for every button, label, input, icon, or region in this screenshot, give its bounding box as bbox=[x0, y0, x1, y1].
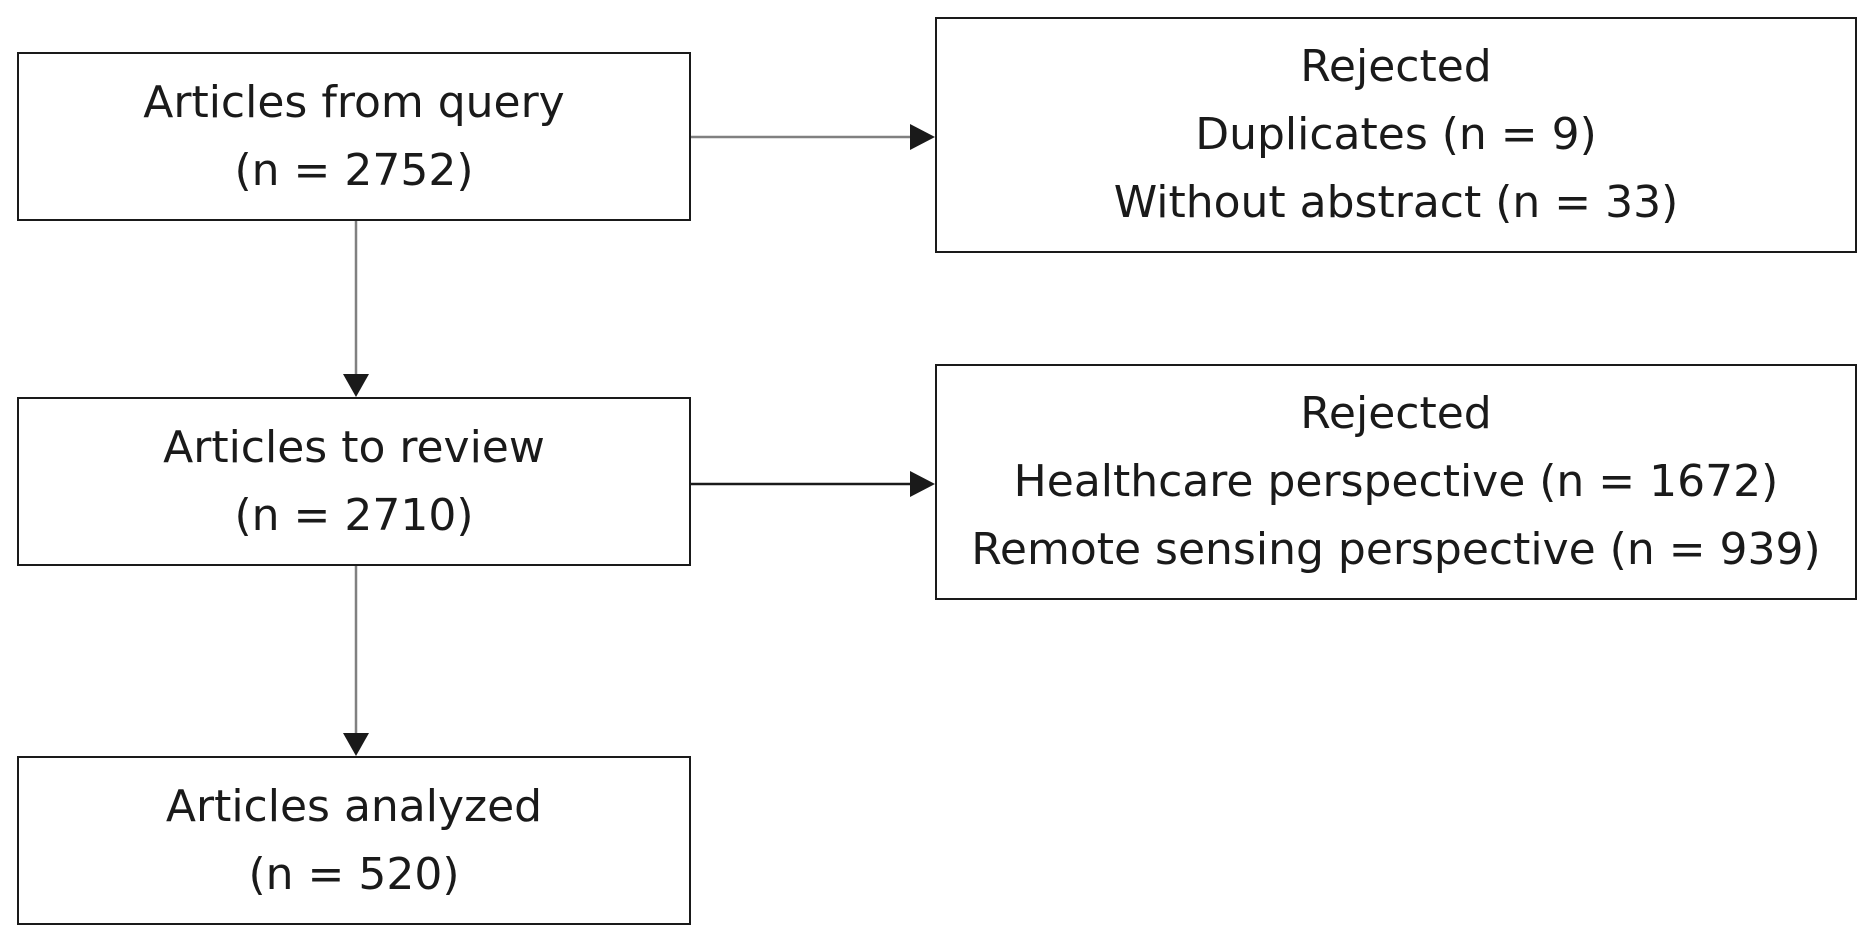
articles-analyzed-count: (n = 520) bbox=[248, 848, 460, 900]
rejected-duplicates: Duplicates (n = 9) bbox=[1195, 109, 1597, 160]
rejected-second-box: Rejected Healthcare perspective (n = 167… bbox=[935, 364, 1857, 600]
rejected-first-box: Rejected Duplicates (n = 9) Without abst… bbox=[935, 17, 1857, 253]
articles-to-review-count: (n = 2710) bbox=[234, 489, 474, 541]
arrowhead-review-to-rejected bbox=[910, 471, 935, 497]
rejected-remote-sensing-perspective: Remote sensing perspective (n = 939) bbox=[971, 524, 1821, 575]
rejected-without-abstract: Without abstract (n = 33) bbox=[1113, 177, 1679, 228]
articles-from-query-box: Articles from query (n = 2752) bbox=[17, 52, 691, 221]
articles-analyzed-box: Articles analyzed (n = 520) bbox=[17, 756, 691, 925]
articles-to-review-box: Articles to review (n = 2710) bbox=[17, 397, 691, 566]
arrowhead-query-to-rejected bbox=[910, 124, 935, 150]
rejected-second-title: Rejected bbox=[1300, 388, 1492, 439]
rejected-healthcare-perspective: Healthcare perspective (n = 1672) bbox=[1013, 456, 1779, 507]
articles-to-review-label: Articles to review bbox=[163, 421, 545, 473]
rejected-first-title: Rejected bbox=[1300, 41, 1492, 92]
articles-from-query-label: Articles from query bbox=[143, 76, 565, 128]
arrowhead-query-to-review bbox=[343, 374, 369, 397]
arrowhead-review-to-analyzed bbox=[343, 733, 369, 756]
articles-analyzed-label: Articles analyzed bbox=[165, 780, 543, 832]
articles-from-query-count: (n = 2752) bbox=[234, 144, 474, 196]
